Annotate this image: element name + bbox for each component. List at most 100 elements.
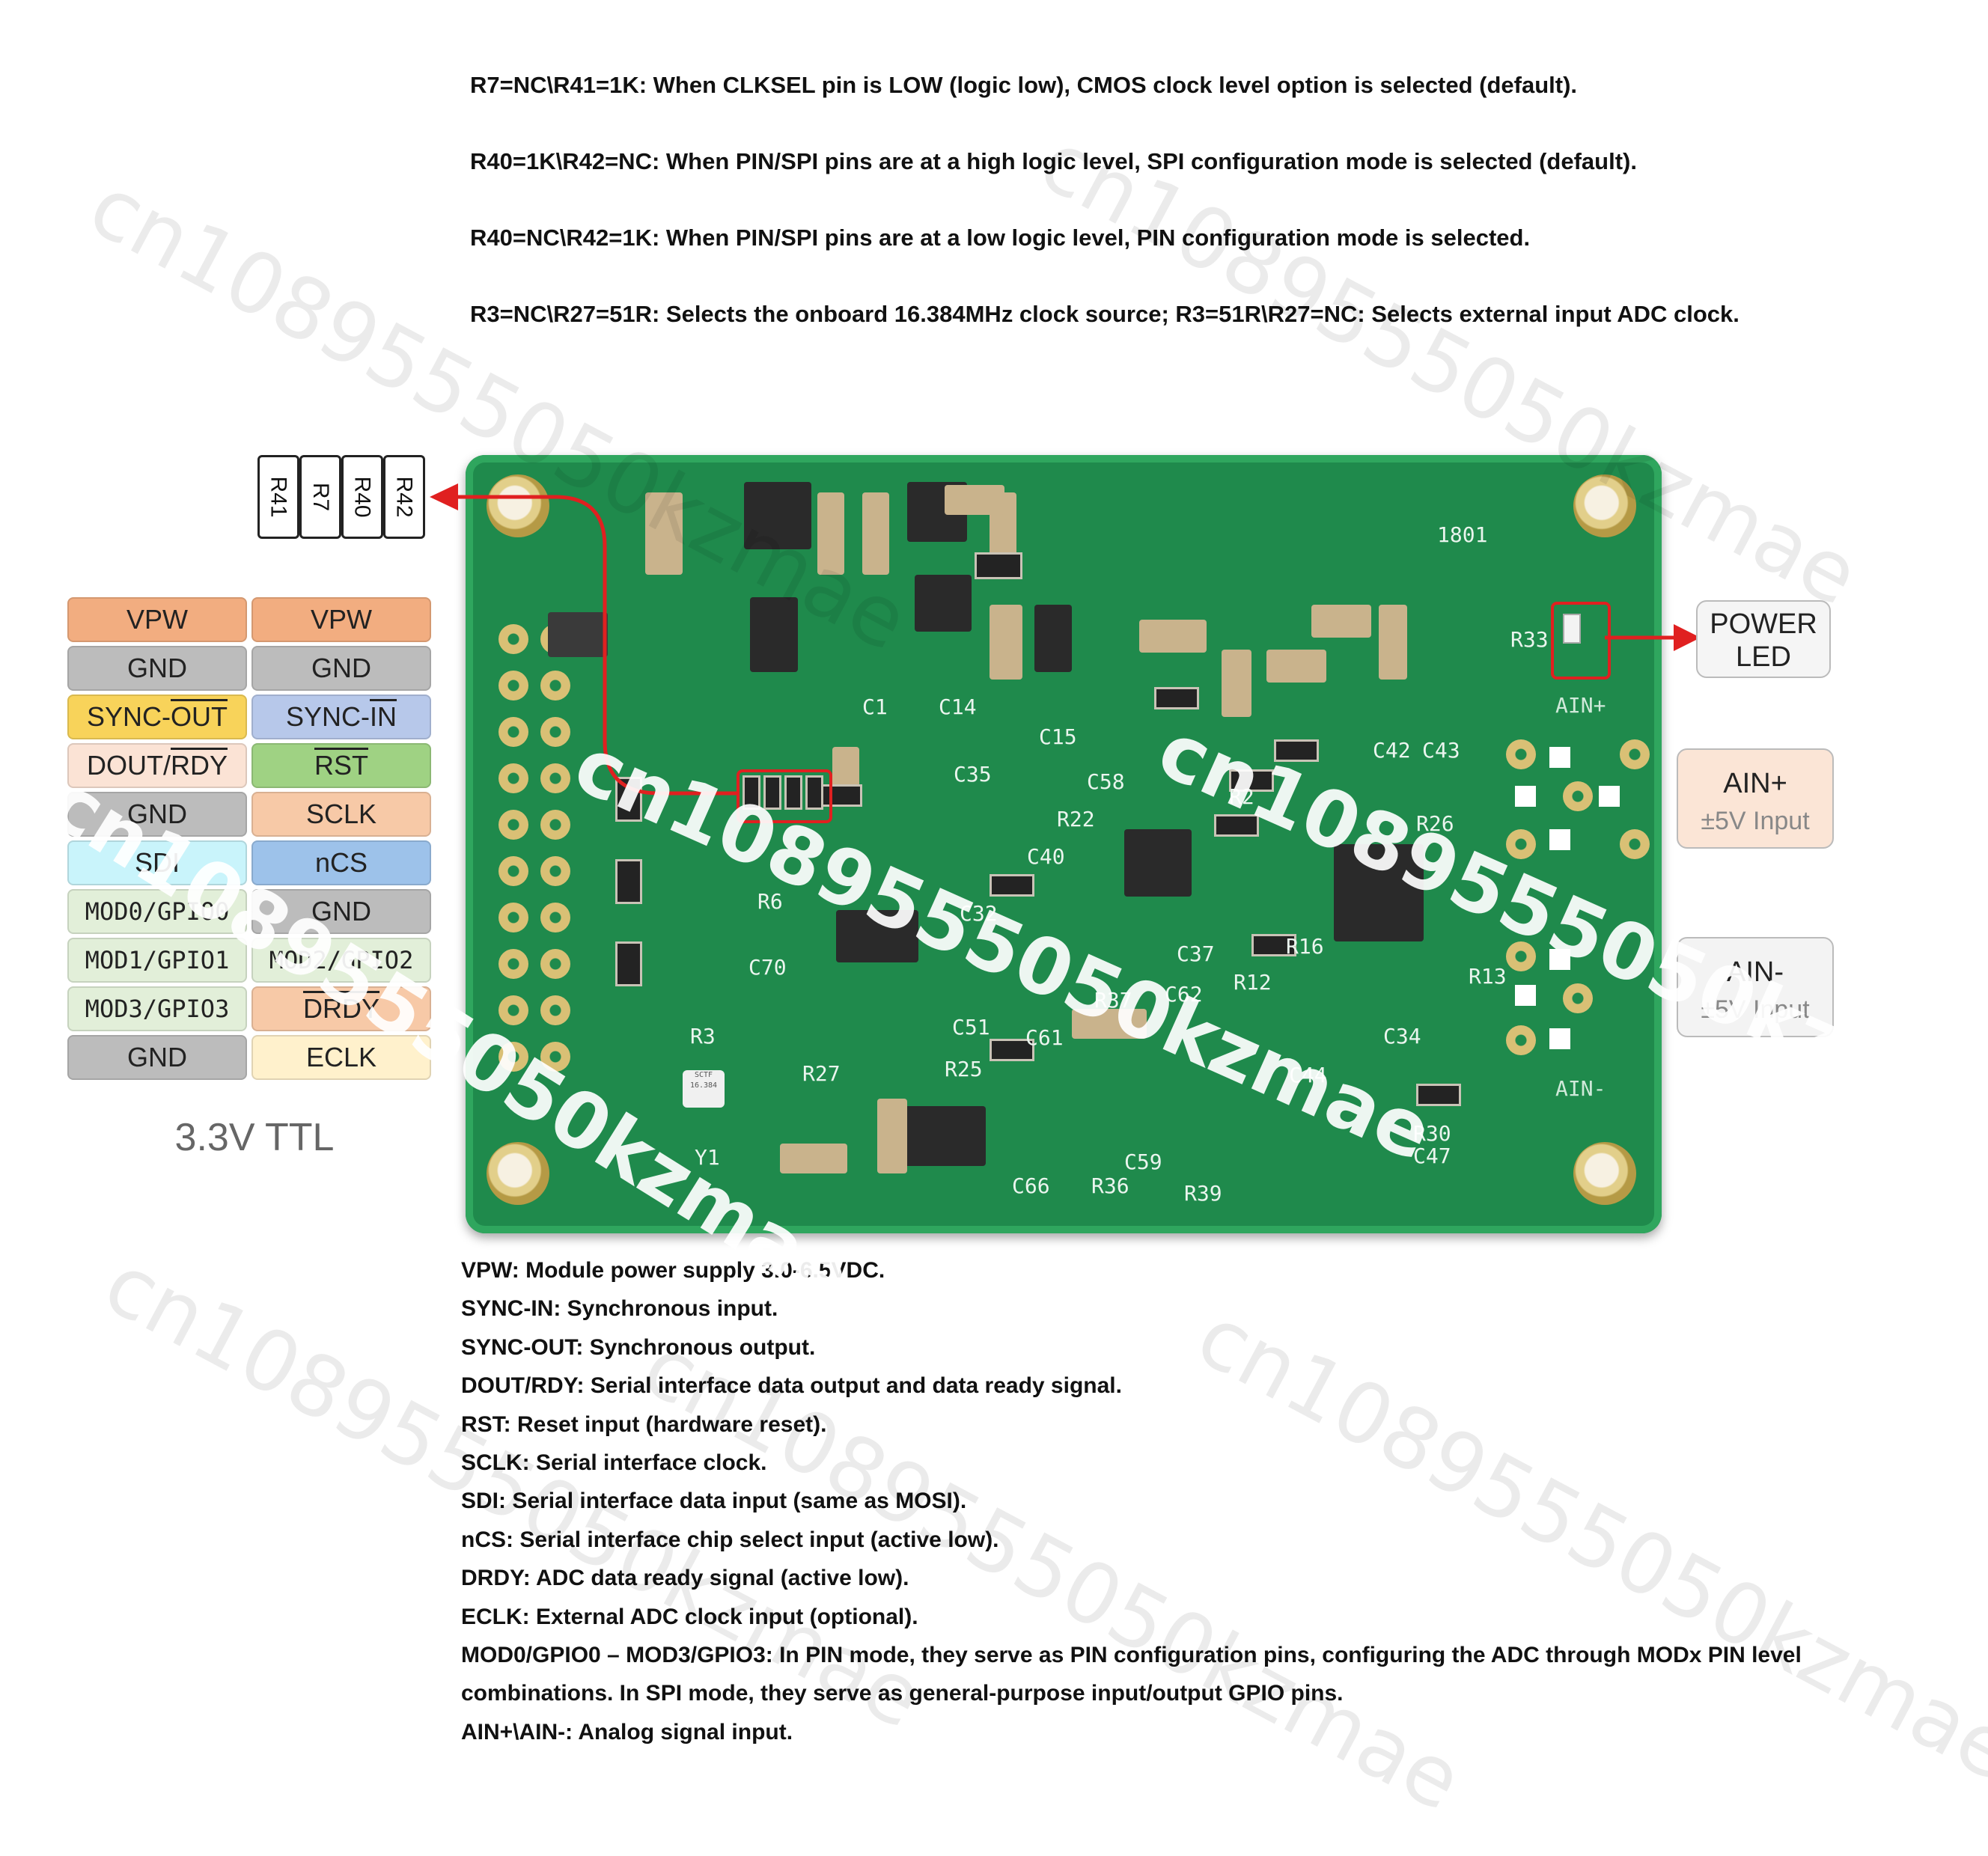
- cap-7: [1266, 650, 1326, 683]
- silk-r6: R6: [757, 889, 783, 914]
- silk-1801: 1801: [1437, 522, 1488, 547]
- cap-15: [945, 485, 1004, 515]
- silk-c15: C15: [1039, 724, 1077, 749]
- cap-6: [1311, 605, 1371, 638]
- power-led-line2: LED: [1736, 641, 1791, 673]
- pin-left-0: VPW: [67, 597, 247, 642]
- cap-3: [862, 492, 889, 575]
- clock-buffer-ic: [836, 910, 918, 962]
- silk-y1: Y1: [695, 1145, 720, 1170]
- pin-right-8: DRDY: [251, 986, 431, 1031]
- pin-left-9: GND: [67, 1035, 247, 1080]
- silk-c51: C51: [952, 1015, 990, 1040]
- silk-c44: C44: [1289, 1063, 1327, 1087]
- silk-c42: C42: [1373, 738, 1411, 763]
- cap-10: [990, 605, 1022, 680]
- desc-vpw: VPW: Module power supply 3.0-6.5VDC.: [461, 1258, 885, 1283]
- ttl-label: 3.3V TTL: [174, 1116, 335, 1159]
- cap-14: [780, 1144, 847, 1173]
- pin-left-2: SYNC-OUT: [67, 695, 247, 739]
- pin-right-3: RST: [251, 743, 431, 788]
- ain-minus-label: AIN- ±5V Input: [1677, 937, 1834, 1037]
- pin-left-5: SDI: [67, 840, 247, 885]
- power-led-label: POWER LED: [1696, 600, 1831, 678]
- silk-r13: R13: [1469, 964, 1507, 989]
- ain-plus-sub: ±5V Input: [1701, 807, 1810, 835]
- silk-c34: C34: [1383, 1024, 1421, 1048]
- silk-r12: R12: [1234, 970, 1272, 995]
- resistor-arrow-head: [430, 483, 458, 510]
- r40-part: [784, 775, 802, 810]
- power-led-line1: POWER: [1710, 608, 1817, 640]
- silk-ain-plus: AIN+: [1555, 693, 1606, 718]
- silk-c59: C59: [1124, 1150, 1162, 1174]
- mount-hole-br: [1573, 1142, 1636, 1205]
- res-9: [990, 1039, 1034, 1061]
- r42-part: [805, 775, 823, 810]
- res-1: [975, 552, 1022, 579]
- ain-plus-title: AIN+: [1723, 768, 1787, 799]
- label-r42: R42: [383, 455, 425, 539]
- inductor-3: [915, 575, 972, 632]
- diode: [1034, 605, 1072, 672]
- led-arrow-head: [1674, 624, 1701, 651]
- res-3: [1274, 739, 1319, 762]
- note-clock-source: R3=NC\R27=51R: Selects the onboard 16.38…: [470, 301, 1740, 327]
- crystal-oscillator: SCTF 16.384: [683, 1070, 725, 1108]
- res-8: [1251, 934, 1296, 956]
- resistor-arrow-line: [439, 495, 740, 796]
- note-clksel: R7=NC\R41=1K: When CLKSEL pin is LOW (lo…: [470, 72, 1578, 98]
- res-7: [990, 874, 1034, 897]
- r41-part: [743, 775, 760, 810]
- pin-left-4: GND: [67, 792, 247, 837]
- pin-right-7: MOD2/GPIO2: [251, 938, 431, 983]
- desc-mod-gpio: MOD0/GPIO0 – MOD3/GPIO3: In PIN mode, th…: [461, 1643, 1802, 1706]
- pin-left-8: MOD3/GPIO3: [67, 986, 247, 1031]
- silk-c1: C1: [862, 695, 888, 719]
- res-5: [817, 784, 862, 807]
- mount-hole-bl: [487, 1142, 549, 1205]
- ain-minus-title: AIN-: [1727, 956, 1784, 988]
- pin-right-5: nCS: [251, 840, 431, 885]
- desc-ain: AIN+\AIN-: Analog signal input.: [461, 1719, 793, 1744]
- silk-r30: R30: [1413, 1121, 1451, 1146]
- res-array-1: [615, 941, 642, 986]
- desc-drdy: DRDY: ADC data ready signal (active low)…: [461, 1566, 909, 1591]
- desc-sync-out: SYNC-OUT: Synchronous output.: [461, 1334, 816, 1360]
- desc-sdi: SDI: Serial interface data input (same a…: [461, 1489, 967, 1514]
- regulator-ic: [750, 597, 798, 672]
- notes-top: R7=NC\R41=1K: When CLKSEL pin is LOW (lo…: [470, 66, 1892, 334]
- silk-c61: C61: [1025, 1025, 1064, 1050]
- mount-hole-tl: [487, 474, 549, 537]
- adc-ic: [1124, 829, 1192, 897]
- pin-descriptions: VPW: Module power supply 3.0-6.5VDC. SYN…: [461, 1251, 1898, 1751]
- silk-c62: C62: [1165, 982, 1203, 1007]
- desc-sclk: SCLK: Serial interface clock.: [461, 1450, 767, 1476]
- ldo-ic: [903, 1106, 986, 1166]
- pin-left-3: DOUT/RDY: [67, 743, 247, 788]
- silk-r27: R27: [802, 1061, 841, 1086]
- silk-r25: R25: [945, 1057, 983, 1081]
- pin-left-1: GND: [67, 646, 247, 691]
- silk-c37: C37: [1177, 941, 1215, 966]
- pin-right-2: SYNC-IN: [251, 695, 431, 739]
- inductor-1: [744, 482, 811, 549]
- label-r40: R40: [341, 455, 383, 539]
- silk-r37: R37: [1094, 988, 1132, 1013]
- res-6: [1214, 814, 1259, 837]
- pin-right-0: VPW: [251, 597, 431, 642]
- silk-r22: R22: [1057, 807, 1095, 831]
- silk-c43: C43: [1422, 738, 1460, 763]
- ain-minus-sub: ±5V Input: [1701, 995, 1810, 1024]
- r7-part: [763, 775, 781, 810]
- res-array-2: [615, 859, 642, 904]
- cap-9: [1222, 650, 1251, 717]
- pcb-board: SCTF 16.384 C1 C14 C15 C35 C58 C42 C43 R…: [466, 455, 1662, 1233]
- led-highlight: [1551, 602, 1611, 680]
- res-2: [1154, 687, 1199, 709]
- res-4: [1229, 769, 1274, 792]
- silk-c40: C40: [1027, 844, 1065, 869]
- pin-right-9: ECLK: [251, 1035, 431, 1080]
- silk-r16: R16: [1286, 934, 1324, 959]
